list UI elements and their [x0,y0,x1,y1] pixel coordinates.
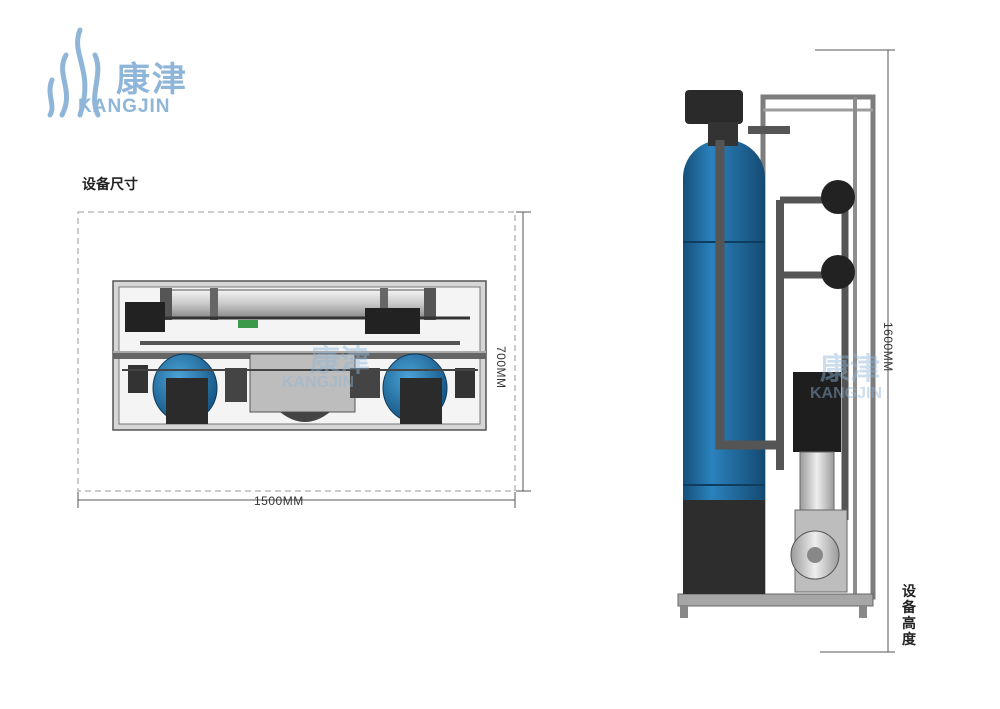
watermark-name-cn: 康津 [310,344,370,379]
watermark-name-en-side: KANGJIN [810,385,883,402]
top-view-boundary [77,211,516,492]
width-dimension-label: 1500MM [254,494,304,508]
width-dimension-line [77,492,516,508]
height-dimension-label: 1600MM [881,322,895,372]
watermark-name-en: KANGJIN [282,374,355,391]
watermark-name-cn-side: 康津 [820,352,880,387]
logo-flame-icon [47,27,101,118]
logo-name-en: KANGJIN [78,96,171,117]
section-title: 设备尺寸 [82,177,138,193]
height-caption: 设备高度 [902,584,916,648]
top-view-equipment [112,280,487,431]
depth-dimension-label: 700MM [494,346,508,389]
height-dimension-line [815,49,895,653]
side-view-equipment [677,90,876,618]
depth-dimension-line [516,211,531,492]
logo-name-cn: 康津 [116,60,188,100]
